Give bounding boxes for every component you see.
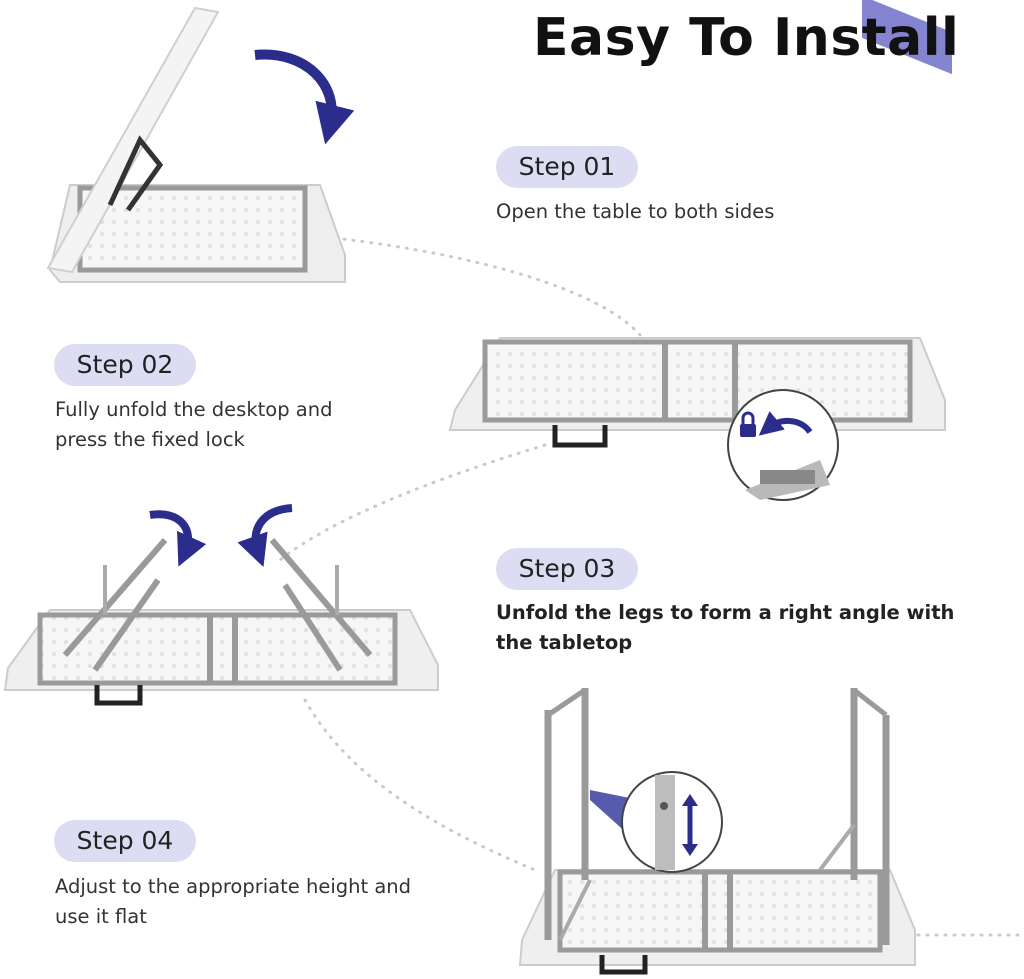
- step-02-badge: Step 02: [54, 344, 196, 386]
- up-down-arrow-icon: [682, 794, 698, 856]
- connector-line: [303, 698, 537, 872]
- curved-arrow-icon: [758, 411, 813, 436]
- table-step-1: [46, 6, 346, 283]
- page-title: Easy To Install: [533, 8, 960, 68]
- table-step-3: [3, 538, 439, 706]
- step-04-badge: Step 04: [54, 820, 196, 862]
- height-adjust-detail: [590, 771, 723, 873]
- step-01-description: Open the table to both sides: [496, 200, 775, 223]
- step-02-description: Fully unfold the desktop and press the f…: [55, 398, 333, 451]
- lock-detail-circle: [727, 389, 839, 501]
- connector-line: [278, 443, 547, 562]
- table-step-4: [518, 687, 916, 975]
- curved-arrow-icon: [149, 510, 207, 567]
- curved-arrow-icon: [254, 49, 355, 145]
- lock-icon: [740, 411, 756, 437]
- step-03-badge: Step 03: [496, 548, 638, 590]
- connector-line: [333, 236, 642, 337]
- step-04-description: Adjust to the appropriate height and use…: [55, 875, 411, 928]
- table-step-2: [448, 337, 946, 448]
- step-03-description: Unfold the legs to form a right angle wi…: [496, 601, 955, 654]
- step-01-badge: Step 01: [496, 146, 638, 188]
- curved-arrow-icon: [237, 504, 293, 568]
